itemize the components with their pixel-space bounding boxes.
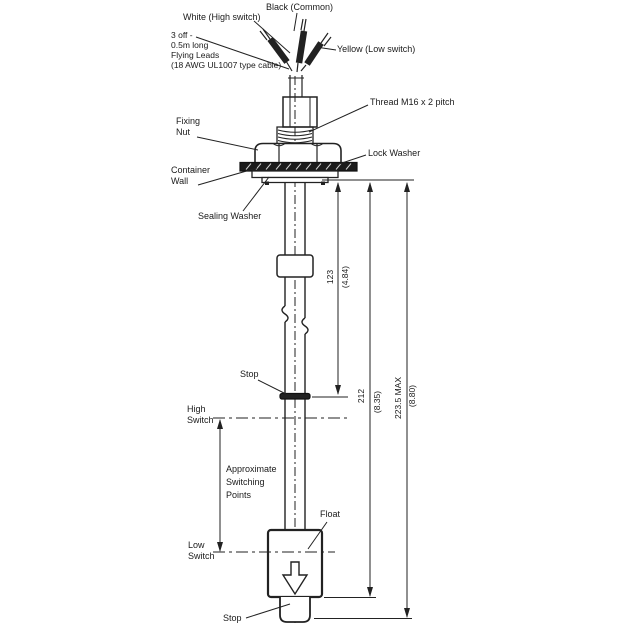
fixing-nut-label: Fixing Nut: [176, 116, 200, 138]
yellow-wire: [301, 33, 331, 71]
container-wall-label-line-1: Container: [171, 165, 211, 175]
wire-label-black: Black (Common): [266, 2, 334, 12]
lower-stop-label: Stop: [223, 613, 242, 623]
sealing-washer-label: Sealing Washer: [198, 211, 262, 221]
dim-2235-in: (8.80): [407, 384, 417, 408]
leader-lines: [196, 13, 368, 618]
switching-points-line-2: Switching: [226, 477, 265, 487]
cable: [288, 75, 304, 97]
dim-123-in: (4.84): [340, 265, 350, 289]
lower-stop: [280, 597, 310, 622]
dim-212-in: (8.35): [372, 390, 382, 414]
upper-stop-label: Stop: [240, 369, 259, 379]
leads-note-line-4: (18 AWG UL1007 type cable): [171, 60, 282, 70]
wire-label-yellow: Yellow (Low switch): [337, 44, 416, 54]
high-switch-label: High Switch: [187, 404, 214, 426]
stem-break: [282, 306, 308, 334]
float-label: Float: [320, 509, 341, 519]
leads-note-line-3: Flying Leads: [171, 50, 220, 60]
leads-note-line-2: 0.5m long: [171, 40, 209, 50]
fixing-nut-label-line-1: Fixing: [176, 116, 201, 126]
switching-points-label: Approximate Switching Points: [226, 463, 277, 502]
low-switch-label: Low Switch: [188, 540, 215, 562]
high-switch-label-line-2: Switch: [187, 415, 214, 425]
thread-label: Thread M16 x 2 pitch: [370, 97, 455, 107]
container-wall-label: Container Wall: [171, 165, 210, 187]
float-arrow-icon: [283, 562, 307, 594]
fixing-nut: [255, 144, 341, 164]
black-wire: [297, 19, 306, 72]
dim-123-mm: 123: [325, 269, 335, 285]
fixing-nut-label-line-2: Nut: [176, 127, 191, 137]
leads-note: 3 off - 0.5m long Flying Leads (18 AWG U…: [171, 30, 281, 70]
dimension-lines: [312, 180, 414, 619]
stem: [285, 183, 305, 530]
container-wall-label-line-2: Wall: [171, 176, 189, 186]
switching-points-bracket: [217, 419, 223, 552]
lock-washer-label: Lock Washer: [368, 148, 421, 158]
dim-2235-mm: 223.5 MAX: [393, 376, 403, 420]
switching-points-line-1: Approximate: [226, 464, 277, 474]
stem-collar: [277, 255, 313, 277]
dim-212-mm: 212: [356, 388, 366, 404]
high-switch-label-line-1: High: [187, 404, 206, 414]
upper-stop: [280, 394, 310, 400]
hex-body: [283, 97, 317, 127]
switching-points-line-3: Points: [226, 490, 252, 500]
low-switch-label-line-2: Switch: [188, 551, 215, 561]
low-switch-label-line-1: Low: [188, 540, 205, 550]
leads-note-line-1: 3 off -: [171, 30, 193, 40]
wire-label-white: White (High switch): [183, 12, 261, 22]
